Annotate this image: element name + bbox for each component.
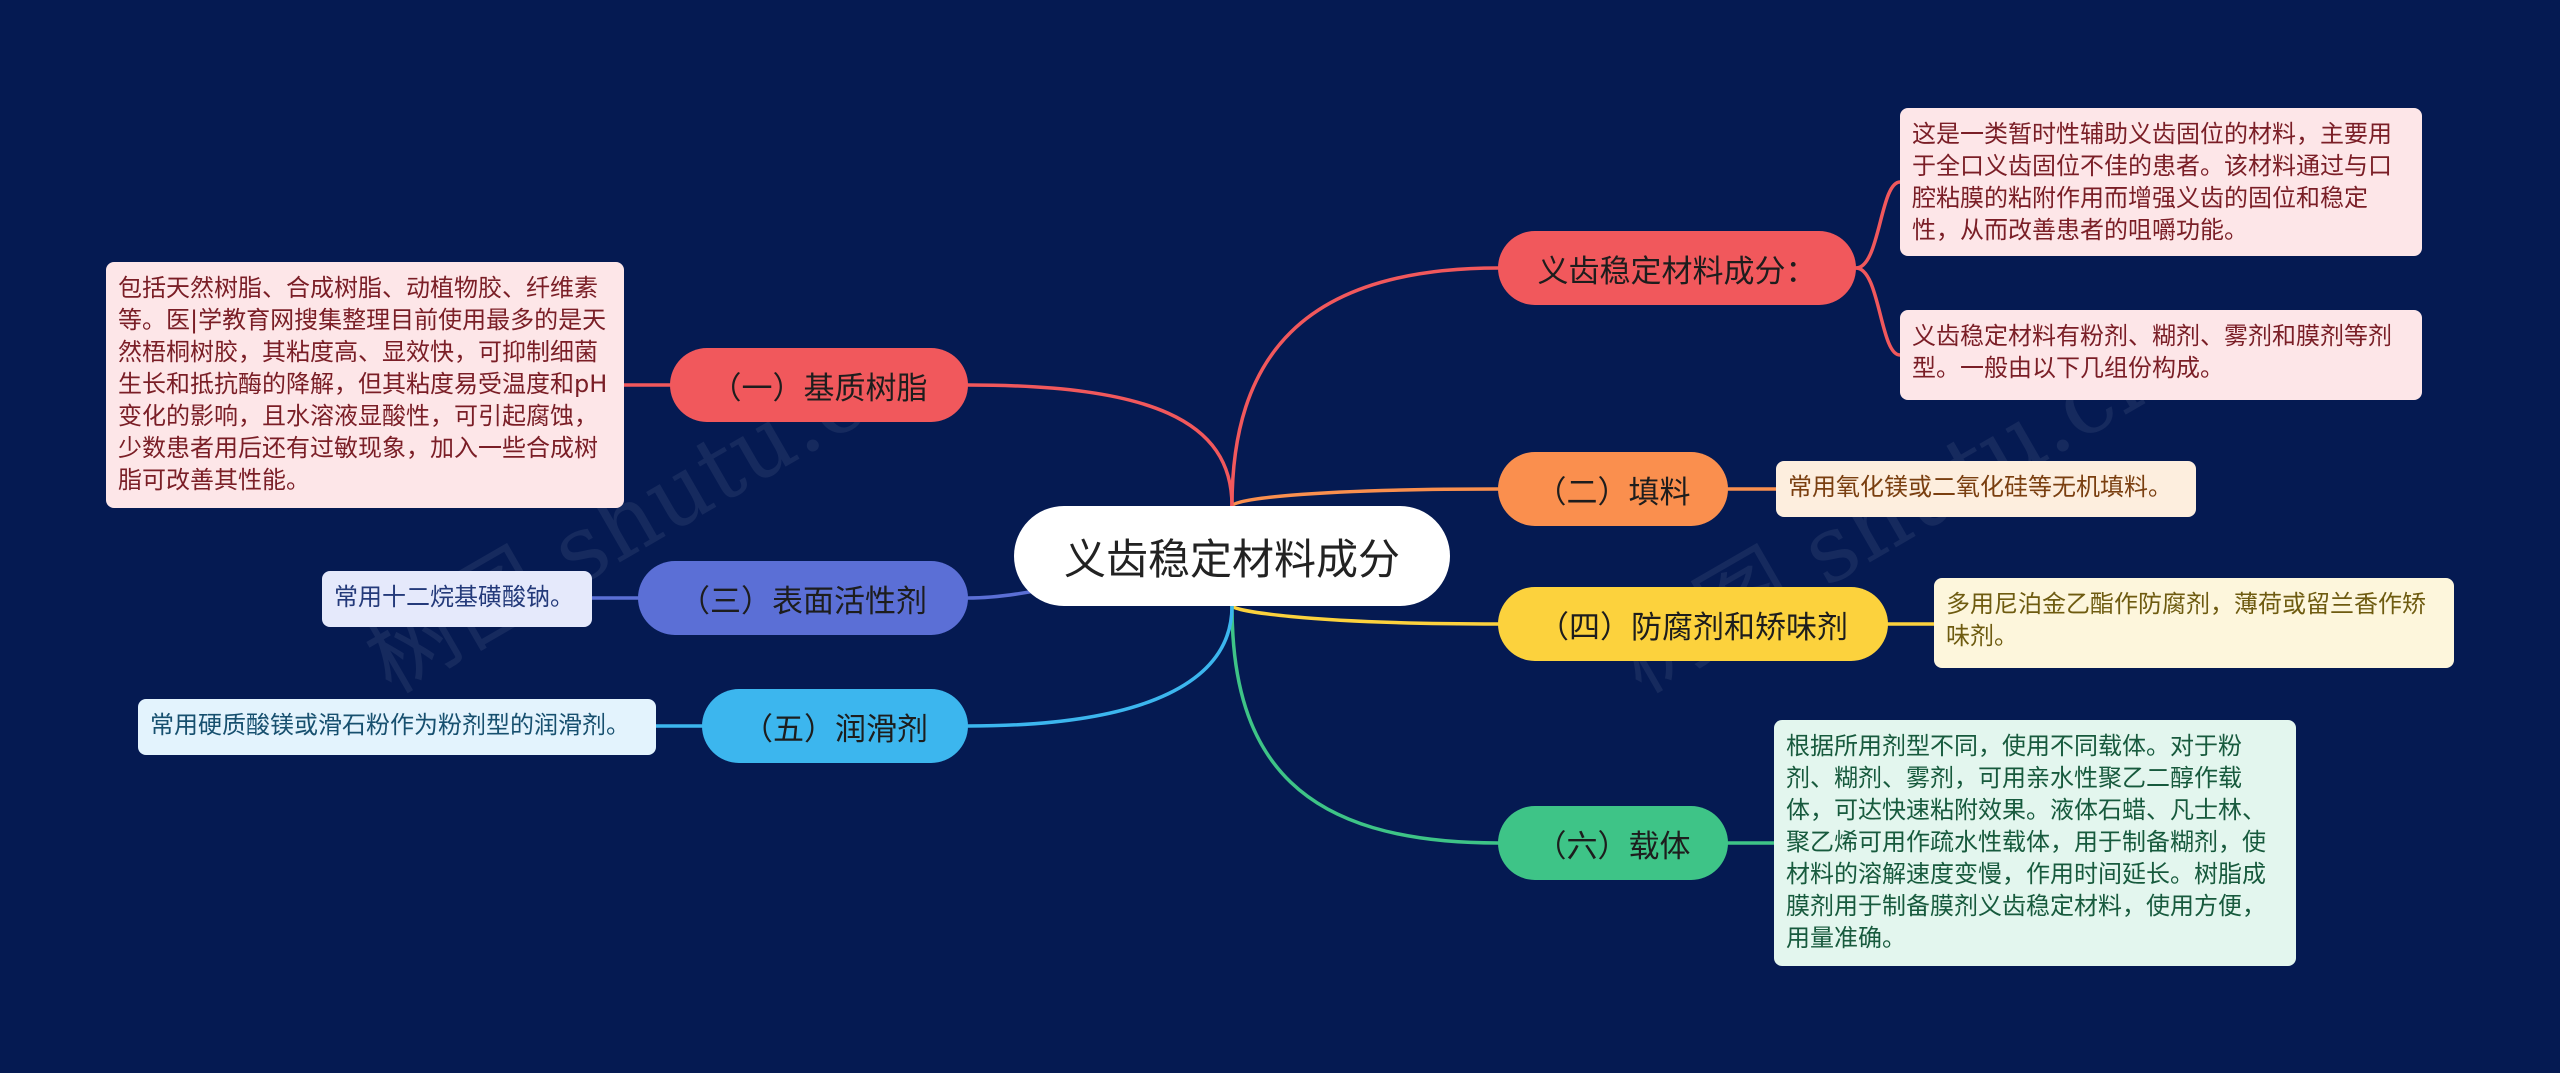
branch-surfactant[interactable]: （三）表面活性剂: [638, 561, 968, 635]
branch-lubricant[interactable]: （五）润滑剂: [702, 689, 968, 763]
link-b0-leaf1: [1854, 266, 1902, 357]
link-b0-leaf0: [1854, 180, 1902, 270]
link-center-b1: [1230, 487, 1500, 508]
central-topic[interactable]: 义齿稳定材料成分: [1014, 506, 1450, 606]
branch-matrix-resin[interactable]: （一）基质树脂: [670, 348, 968, 422]
branch-composition-intro[interactable]: 义齿稳定材料成分：: [1498, 231, 1856, 305]
leaf-filler-detail: 常用氧化镁或二氧化硅等无机填料。: [1776, 461, 2196, 517]
link-center-b3: [1230, 604, 1500, 845]
link-center-b0: [1230, 266, 1500, 508]
branch-filler[interactable]: （二）填料: [1498, 452, 1728, 526]
leaf-resin-detail: 包括天然树脂、合成树脂、动植物胶、纤维素等。医|学教育网搜集整理目前使用最多的是…: [106, 262, 624, 508]
leaf-preservative-detail: 多用尼泊金乙酯作防腐剂，薄荷或留兰香作矫味剂。: [1934, 578, 2454, 668]
leaf-dosage-forms: 义齿稳定材料有粉剂、糊剂、雾剂和膜剂等剂型。一般由以下几组份构成。: [1900, 310, 2422, 400]
leaf-carrier-detail: 根据所用剂型不同，使用不同载体。对于粉剂、糊剂、雾剂，可用亲水性聚乙二醇作载体，…: [1774, 720, 2296, 966]
link-center-b4: [966, 383, 1234, 508]
link-center-b6: [966, 604, 1234, 728]
leaf-intro-description: 这是一类暂时性辅助义齿固位的材料，主要用于全口义齿固位不佳的患者。该材料通过与口…: [1900, 108, 2422, 256]
branch-preservative-flavoring[interactable]: （四）防腐剂和矫味剂: [1498, 587, 1888, 661]
link-center-b2: [1230, 604, 1500, 626]
leaf-surfactant-detail: 常用十二烷基磺酸钠。: [322, 571, 592, 627]
leaf-lubricant-detail: 常用硬质酸镁或滑石粉作为粉剂型的润滑剂。: [138, 699, 656, 755]
branch-carrier[interactable]: （六）载体: [1498, 806, 1728, 880]
